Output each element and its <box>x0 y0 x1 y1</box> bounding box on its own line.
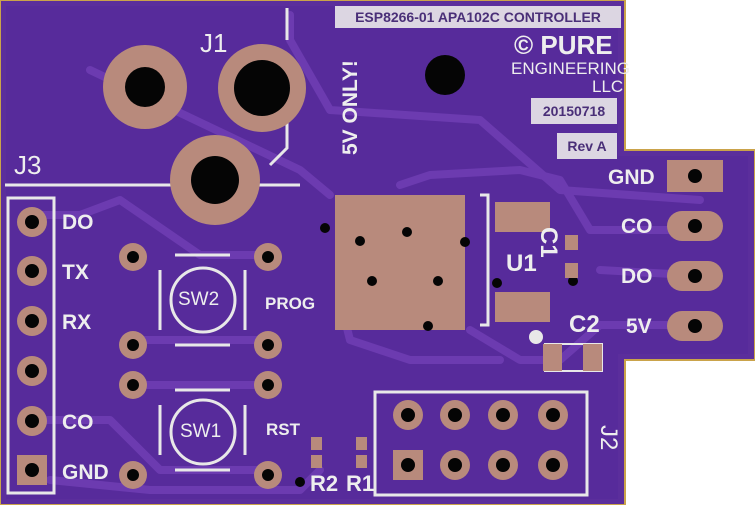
ref-r2: R2 <box>310 471 339 496</box>
mounting-hole <box>425 55 465 95</box>
ref-sw1: SW1 <box>180 421 222 442</box>
j3-pin-label: GND <box>62 461 109 484</box>
j3-pin-label: TX <box>62 261 89 284</box>
smd-pads <box>311 202 602 468</box>
company-line1: © PURE <box>514 30 613 60</box>
j3-pads <box>17 207 47 485</box>
right-pin-label: GND <box>608 166 655 189</box>
right-pin-label: CO <box>621 215 653 238</box>
right-connector-pads <box>667 160 723 341</box>
j3-pin-label: DO <box>62 211 94 234</box>
ref-sw2: SW2 <box>178 289 220 310</box>
ref-r1: R1 <box>346 471 375 496</box>
ref-c2: C2 <box>569 311 600 338</box>
right-pin-label: DO <box>621 265 653 288</box>
date-label: 20150718 <box>531 98 617 124</box>
j3-pin-label: CO <box>62 411 94 434</box>
u1-thermal-pad <box>335 195 465 330</box>
j3-pin-label: RX <box>62 311 92 334</box>
right-pin-label: 5V <box>626 315 652 338</box>
voltage-warning: 5V ONLY! <box>339 60 362 155</box>
pin1-marker <box>529 330 543 344</box>
silkscreen-lines <box>5 8 603 497</box>
sw2-silk-circle <box>169 266 237 334</box>
ref-c1: C1 <box>535 227 562 258</box>
board-title-label: ESP8266-01 APA102C CONTROLLER <box>335 6 621 28</box>
j2-pads <box>393 400 568 480</box>
prog-label: PROG <box>265 294 316 313</box>
switch-pads <box>119 243 282 489</box>
company-line3: LLC <box>592 77 624 96</box>
u1-vias <box>295 223 578 487</box>
j1-pads <box>103 44 306 225</box>
ref-u1: U1 <box>506 250 537 277</box>
ref-j1: J1 <box>200 28 228 58</box>
sw1-silk-circle <box>169 398 237 466</box>
rst-label: RST <box>266 420 300 439</box>
revision-label: Rev A <box>557 133 617 159</box>
ref-j3: J3 <box>14 150 42 180</box>
ref-j2: J2 <box>595 425 622 451</box>
company-line2: ENGINEERING <box>511 59 631 78</box>
